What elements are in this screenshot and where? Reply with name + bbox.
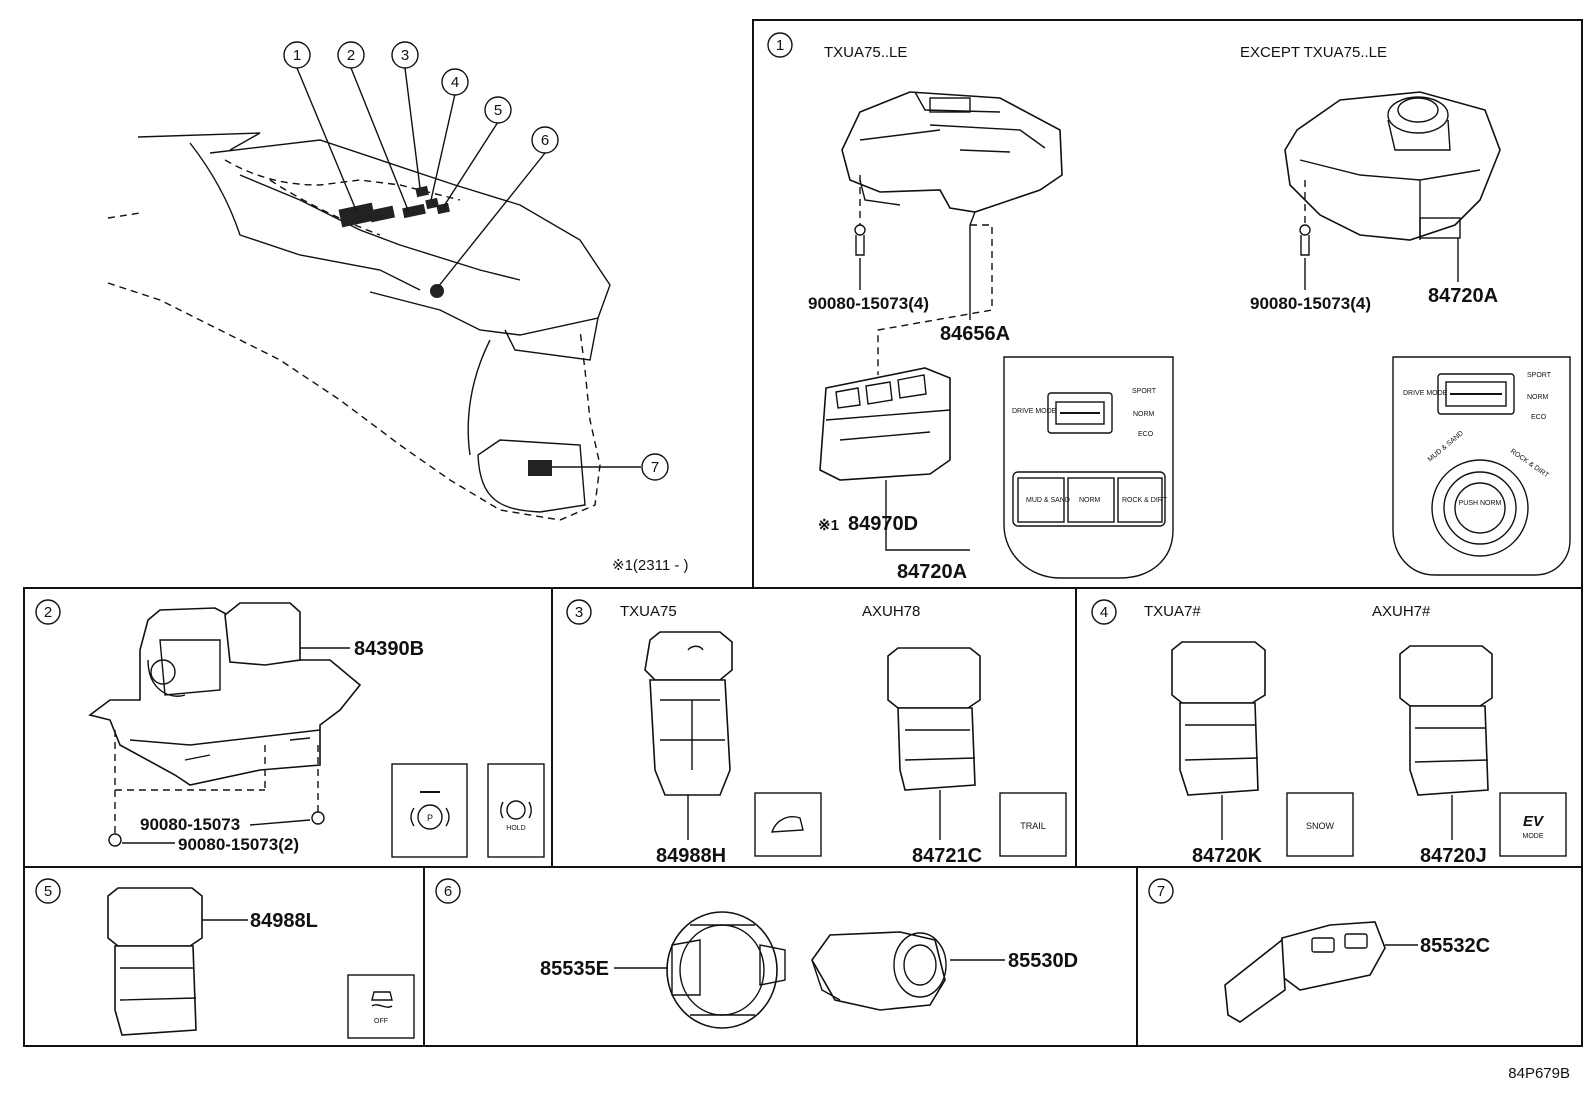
switch-84988l: [107, 887, 203, 1036]
section-3-number: 3: [575, 604, 583, 621]
section-6: 6 85535E 85530D: [435, 878, 1078, 1029]
footnote-2311: ※1(2311 - ): [612, 557, 689, 574]
panel-a-eco: ECO: [1138, 431, 1154, 438]
drive-mode-panel-a: DRIVE MODE SPORT NORM ECO MUD & SAND NOR…: [1003, 356, 1174, 579]
part-84720a-left: 84720A: [897, 561, 967, 583]
section-1: 1 TXUA75..LE EXCEPT TXUA75..LE 90080-150…: [612, 32, 1571, 583]
screw-90080-15073-2: 90080-15073(2): [178, 835, 299, 854]
part-85535e: 85535E: [540, 958, 609, 980]
part-84390b: 84390B: [354, 638, 424, 660]
section-frames: [23, 19, 1583, 1047]
part-84988l: 84988L: [250, 910, 318, 932]
screw-90080-15073-4-b: 90080-15073(4): [1250, 294, 1371, 313]
module-84970d: [819, 367, 951, 481]
svg-text:P: P: [427, 813, 433, 823]
offroad-icon: [771, 816, 804, 833]
section-5-number: 5: [44, 883, 52, 900]
variant-except-txua75-le: EXCEPT TXUA75..LE: [1240, 44, 1387, 61]
variant-txua75: TXUA75: [620, 603, 677, 620]
ev-mode-label: MODE: [1523, 833, 1544, 840]
panel-b-norm: NORM: [1527, 394, 1549, 401]
variant-axuh78: AXUH78: [862, 603, 920, 620]
trail-label: TRAIL: [1020, 821, 1046, 831]
btn-mud-sand: MUD & SAND: [1026, 497, 1070, 504]
panel-b-drive-mode: DRIVE MODE: [1403, 390, 1448, 397]
panel-a-drive-mode: DRIVE MODE: [1012, 408, 1057, 415]
panel-b-sport: SPORT: [1527, 372, 1552, 379]
usb-port-85532c: [1224, 921, 1386, 1023]
part-84720a-right: 84720A: [1428, 285, 1498, 307]
btn-rock-dirt: ROCK & DIRT: [1122, 497, 1168, 504]
switch-84720j: [1399, 645, 1493, 796]
drive-mode-panel-b: DRIVE MODE SPORT NORM ECO MUD & SAND ROC…: [1392, 356, 1571, 576]
callout-7: 7: [651, 459, 659, 476]
diagram-ref-code: 84P679B: [1508, 1065, 1570, 1082]
console-overview: [107, 67, 641, 521]
hold-label: HOLD: [506, 825, 525, 832]
section-7: 7 85532C: [1148, 878, 1490, 1023]
part-85532c: 85532C: [1420, 935, 1490, 957]
callout-4: 4: [451, 74, 459, 91]
panel-b-push-norm: PUSH NORM: [1459, 500, 1502, 507]
variant-txua75-le: TXUA75..LE: [824, 44, 907, 61]
section-5: 5 84988L OFF: [35, 878, 415, 1039]
btn-norm: NORM: [1079, 497, 1101, 504]
callout-1: 1: [293, 47, 301, 64]
callout-6: 6: [541, 132, 549, 149]
parking-brake-icon: P: [410, 791, 450, 830]
panel-a-norm: NORM: [1133, 411, 1155, 418]
panel-b-eco: ECO: [1531, 414, 1547, 421]
switch-84720k: [1171, 641, 1266, 796]
section-4: 4 TXUA7# AXUH7# 84720K SNOW 84720J EV MO…: [1091, 599, 1567, 867]
switch-84721c: [887, 647, 981, 791]
overview-callouts: 1 2 3 4 5 6 7: [283, 41, 669, 481]
section-2-number: 2: [44, 604, 52, 621]
shifter-assembly-b: [1284, 91, 1501, 241]
brake-hold-icon: HOLD: [500, 800, 532, 832]
variant-txua7x: TXUA7#: [1144, 603, 1201, 620]
section-3: 3 TXUA75 AXUH78 84988H 84721C TRAIL: [566, 599, 1067, 867]
section-1-number: 1: [776, 37, 784, 54]
variant-axuh7x: AXUH7#: [1372, 603, 1431, 620]
section-7-number: 7: [1157, 883, 1165, 900]
callout-3: 3: [401, 47, 409, 64]
screw-90080-15073-4-a: 90080-15073(4): [808, 294, 929, 313]
screw-90080-15073: 90080-15073: [140, 815, 240, 834]
callout-2: 2: [347, 47, 355, 64]
traction-off-icon: OFF: [371, 991, 393, 1025]
socket-85530d: [811, 931, 947, 1011]
shifter-assembly-a: [841, 91, 1063, 226]
ev-label: EV: [1523, 813, 1545, 830]
part-85530d: 85530D: [1008, 950, 1078, 972]
section-6-number: 6: [444, 883, 452, 900]
parking-brake-switch: [88, 602, 362, 786]
part-84656a: 84656A: [940, 323, 1010, 345]
callout-5: 5: [494, 102, 502, 119]
section-2: 2 84390B 90080-15073 90080-15073(2) P: [35, 599, 545, 858]
part-84720j: 84720J: [1420, 845, 1487, 867]
switch-84988h: [644, 631, 733, 796]
section-4-number: 4: [1100, 604, 1108, 621]
part-84970d: 84970D: [848, 513, 918, 535]
panel-a-sport: SPORT: [1132, 388, 1157, 395]
snow-label: SNOW: [1306, 821, 1335, 831]
part-84988h: 84988H: [656, 845, 726, 867]
part-84720k: 84720K: [1192, 845, 1263, 867]
off-label: OFF: [374, 1018, 388, 1025]
socket-ring-85535e: [666, 911, 786, 1029]
part-84721c: 84721C: [912, 845, 982, 867]
note-mark: ※1: [818, 517, 839, 534]
